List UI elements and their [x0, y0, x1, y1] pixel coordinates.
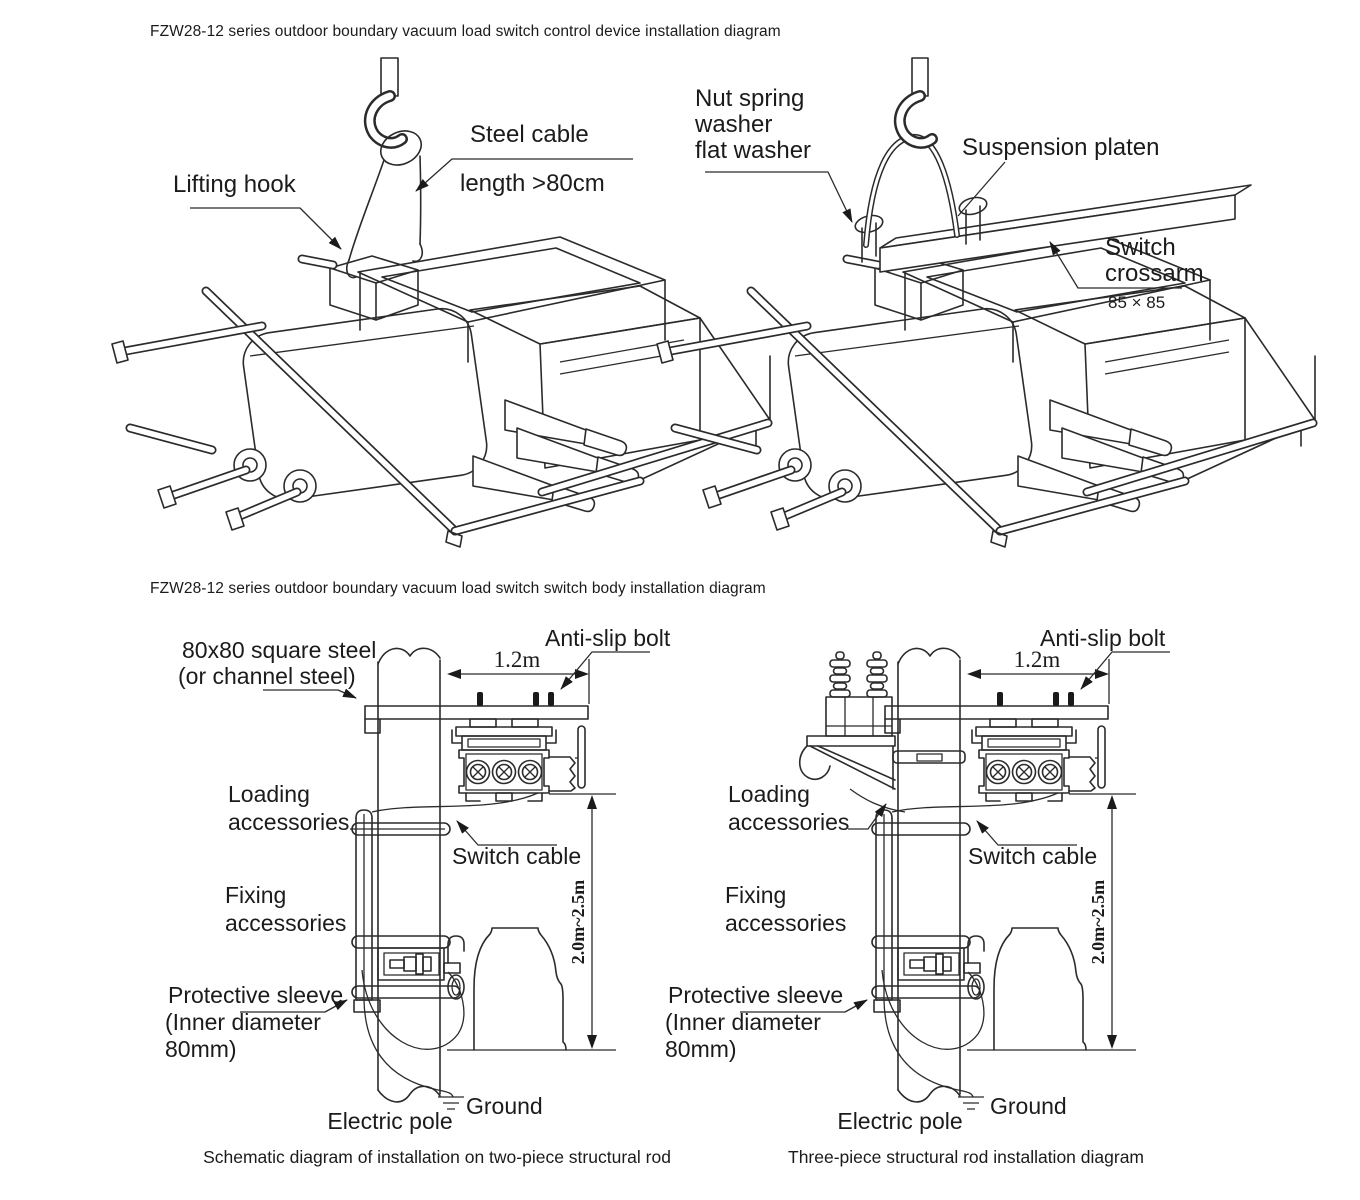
ground-label: Ground — [990, 1093, 1067, 1119]
three-piece-caption: Three-piece structural rod installation … — [788, 1147, 1144, 1167]
switch-crossarm-label-line1: Switch — [1105, 234, 1176, 261]
protective-sleeve-label-line3: 80mm) — [165, 1036, 237, 1062]
ground-label: Ground — [466, 1093, 543, 1119]
fixing-accessories-label-line1: Fixing — [725, 882, 786, 908]
protective-sleeve-label-line1: Protective sleeve — [168, 982, 343, 1008]
two-piece-caption: Schematic diagram of installation on two… — [203, 1147, 671, 1167]
nut-spring-washer-label-line3: flat washer — [695, 137, 811, 164]
protective-sleeve-label-line3: 80mm) — [665, 1036, 737, 1062]
span-dimension-label: 1.2m — [494, 647, 541, 672]
square-steel-label-line2: (or channel steel) — [178, 663, 356, 689]
cable-length-label: length >80cm — [460, 170, 605, 197]
switch-cable-label: Switch cable — [452, 843, 581, 869]
nut-spring-washer-label-line2: washer — [694, 111, 772, 138]
protective-sleeve-label-line2: (Inner diameter — [665, 1009, 821, 1035]
switch-crossarm-label-line2: crossarm — [1105, 260, 1204, 287]
height-range-label: 2.0m~2.5m — [1088, 880, 1108, 964]
control-device-left-figure: Lifting hook Steel cable length >80cm — [112, 57, 770, 547]
loading-accessories-label-line2: accessories — [228, 809, 349, 835]
fixing-accessories-label-line2: accessories — [725, 910, 846, 936]
control-diagram-title: FZW28-12 series outdoor boundary vacuum … — [150, 23, 781, 40]
square-steel-label-line1: 80x80 square steel — [182, 637, 376, 663]
fixing-accessories-label-line2: accessories — [225, 910, 346, 936]
loading-accessories-label-line1: Loading — [728, 781, 810, 807]
fixing-accessories-label-line1: Fixing — [225, 882, 286, 908]
body-diagram-title: FZW28-12 series outdoor boundary vacuum … — [150, 580, 766, 597]
three-piece-rod-figure: Anti-slip bolt 1.2m Loading accessories … — [665, 625, 1170, 1167]
nut-spring-washer-label-line1: Nut spring — [695, 85, 804, 112]
anti-slip-bolt-label: Anti-slip bolt — [545, 625, 671, 651]
lifting-hook-label: Lifting hook — [173, 171, 297, 198]
switch-cable-label: Switch cable — [968, 843, 1097, 869]
electric-pole-label: Electric pole — [327, 1108, 452, 1134]
protective-sleeve-label-line1: Protective sleeve — [668, 982, 843, 1008]
span-dimension-label: 1.2m — [1014, 647, 1061, 672]
steel-cable-label: Steel cable — [470, 121, 589, 148]
anti-slip-bolt-label: Anti-slip bolt — [1040, 625, 1166, 651]
crossarm-size-label: 85 × 85 — [1108, 293, 1165, 312]
two-piece-rod-figure: 80x80 square steel (or channel steel) An… — [165, 625, 671, 1167]
control-device-right-figure: Nut spring washer flat washer Suspension… — [657, 57, 1315, 547]
loading-accessories-label-line2: accessories — [728, 809, 849, 835]
loading-accessories-label-line1: Loading — [228, 781, 310, 807]
height-range-label: 2.0m~2.5m — [568, 880, 588, 964]
electric-pole-label: Electric pole — [837, 1108, 962, 1134]
suspension-platen-label: Suspension platen — [962, 134, 1159, 161]
protective-sleeve-label-line2: (Inner diameter — [165, 1009, 321, 1035]
